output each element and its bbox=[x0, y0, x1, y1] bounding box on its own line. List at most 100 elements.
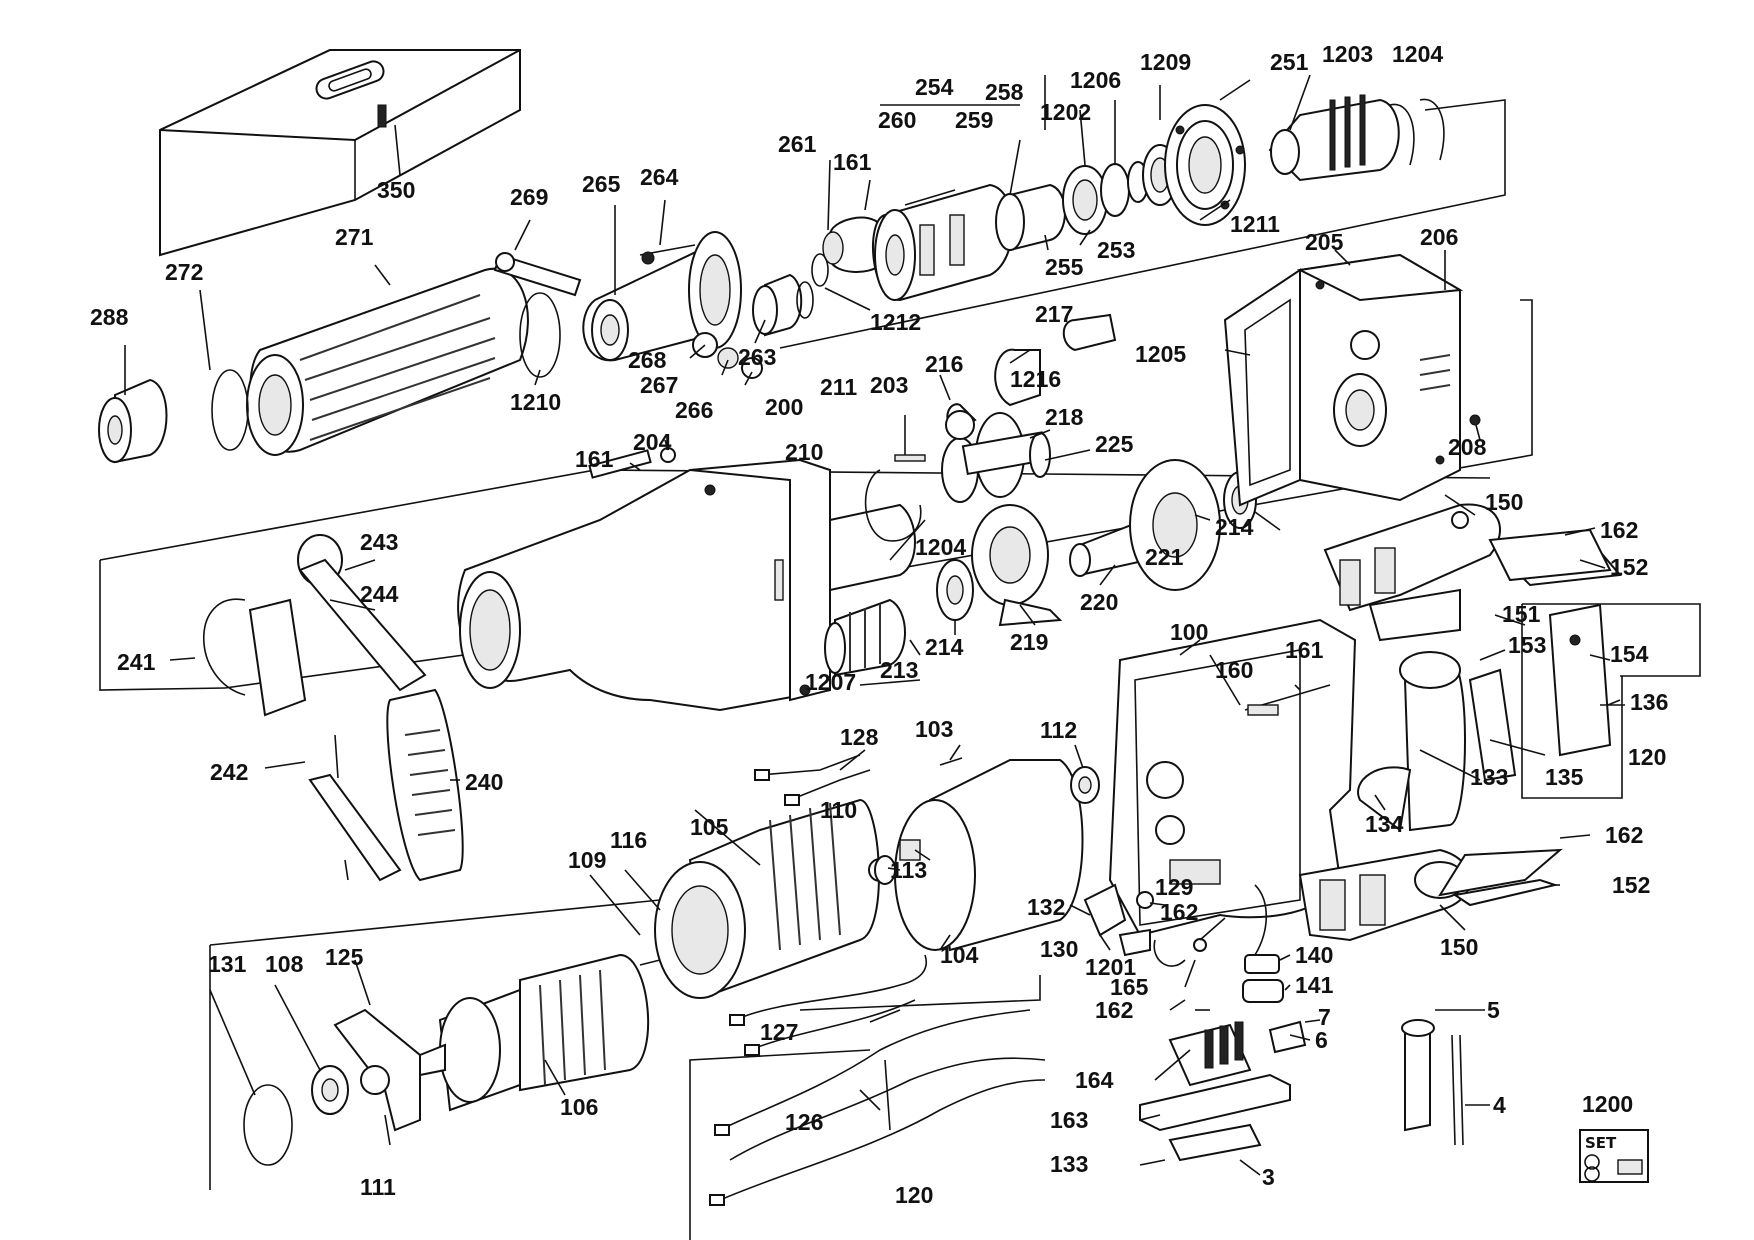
callout-200: 200 bbox=[765, 394, 803, 420]
callout-210: 210 bbox=[785, 439, 823, 465]
callout-161a: 161 bbox=[833, 149, 872, 175]
callout-1207: 1207 bbox=[805, 669, 856, 695]
callout-242: 242 bbox=[210, 759, 248, 785]
callout-1204a: 1204 bbox=[1392, 41, 1443, 67]
callout-288: 288 bbox=[90, 304, 129, 330]
callout-1201: 1201 bbox=[1085, 954, 1136, 980]
callout-154: 154 bbox=[1610, 641, 1649, 667]
callout-150a: 150 bbox=[1485, 489, 1523, 515]
callout-7: 7 bbox=[1318, 1004, 1331, 1030]
callout-162d: 162 bbox=[1605, 822, 1643, 848]
callout-136: 136 bbox=[1630, 689, 1668, 715]
callout-152b: 152 bbox=[1612, 872, 1650, 898]
callout-1200: 1200 bbox=[1582, 1091, 1633, 1117]
callout-258: 258 bbox=[985, 79, 1024, 105]
callout-131: 131 bbox=[208, 951, 247, 977]
callout-130: 130 bbox=[1040, 936, 1078, 962]
callout-259: 259 bbox=[955, 107, 993, 133]
callout-205: 205 bbox=[1305, 229, 1344, 255]
callout-267: 267 bbox=[640, 372, 678, 398]
callout-243: 243 bbox=[360, 529, 398, 555]
wiring bbox=[709, 754, 1046, 1206]
callout-161c: 161 bbox=[1285, 637, 1324, 663]
rear-handle-lower bbox=[1298, 528, 1612, 942]
callout-132: 132 bbox=[1027, 894, 1065, 920]
callout-120b: 120 bbox=[895, 1182, 933, 1208]
callout-214b: 214 bbox=[925, 634, 964, 660]
callout-110: 110 bbox=[820, 797, 857, 823]
brush-parts bbox=[1242, 884, 1284, 1003]
callout-268: 268 bbox=[628, 347, 667, 373]
callout-255: 255 bbox=[1045, 254, 1084, 280]
switch-parts bbox=[1083, 883, 1207, 967]
callout-108: 108 bbox=[265, 951, 304, 977]
switch-box bbox=[1139, 1020, 1307, 1162]
callout-213: 213 bbox=[880, 657, 918, 683]
callout-164: 164 bbox=[1075, 1067, 1114, 1093]
callout-113: 113 bbox=[890, 857, 927, 883]
callout-4: 4 bbox=[1493, 1092, 1506, 1118]
callout-150b: 150 bbox=[1440, 934, 1478, 960]
callout-211: 211 bbox=[820, 374, 857, 400]
callout-208: 208 bbox=[1448, 434, 1487, 460]
callout-120a: 120 bbox=[1628, 744, 1666, 770]
leader-lines bbox=[124, 74, 1621, 1176]
callout-134: 134 bbox=[1365, 811, 1404, 837]
retaining-ring-272 bbox=[211, 369, 249, 451]
callout-1204b: 1204 bbox=[915, 534, 966, 560]
callout-218: 218 bbox=[1045, 404, 1084, 430]
callout-161b: 161 bbox=[575, 446, 614, 472]
callout-241: 241 bbox=[117, 649, 156, 675]
callout-251: 251 bbox=[1270, 49, 1309, 75]
callout-253: 253 bbox=[1097, 237, 1135, 263]
callout-112: 112 bbox=[1040, 717, 1077, 743]
callout-225: 225 bbox=[1095, 431, 1134, 457]
callout-labels: 350 271 272 288 1210 269 265 264 263 268… bbox=[90, 41, 1668, 1208]
callout-116: 116 bbox=[610, 827, 647, 853]
callout-162b: 162 bbox=[1160, 899, 1198, 925]
callout-240: 240 bbox=[465, 769, 503, 795]
callout-264: 264 bbox=[640, 164, 679, 190]
callout-5: 5 bbox=[1487, 997, 1500, 1023]
callout-244: 244 bbox=[360, 581, 399, 607]
upper-shaft-assembly bbox=[493, 231, 814, 379]
callout-126: 126 bbox=[785, 1109, 823, 1135]
callout-1203: 1203 bbox=[1322, 41, 1373, 67]
callout-128: 128 bbox=[840, 724, 879, 750]
callout-260: 260 bbox=[878, 107, 916, 133]
callout-151: 151 bbox=[1502, 601, 1541, 627]
callout-203: 203 bbox=[870, 372, 908, 398]
callout-3: 3 bbox=[1262, 1164, 1275, 1190]
armature bbox=[419, 953, 661, 1112]
callout-127: 127 bbox=[760, 1019, 798, 1045]
callout-220: 220 bbox=[1080, 589, 1118, 615]
callout-204: 204 bbox=[633, 429, 672, 455]
gear-internals bbox=[588, 313, 1257, 686]
cylinder-assembly bbox=[822, 94, 1445, 302]
callout-106: 106 bbox=[560, 1094, 598, 1120]
callout-263: 263 bbox=[738, 344, 776, 370]
cap-288 bbox=[98, 378, 168, 464]
callout-109: 109 bbox=[568, 847, 606, 873]
gear-housing bbox=[457, 458, 916, 712]
callout-135: 135 bbox=[1545, 764, 1584, 790]
ring-1212 bbox=[811, 253, 829, 287]
callout-111: 111 bbox=[360, 1174, 396, 1200]
brush-holder-111 bbox=[243, 1008, 421, 1166]
tool-case bbox=[159, 49, 521, 257]
callout-265: 265 bbox=[582, 171, 621, 197]
callout-254: 254 bbox=[915, 74, 954, 100]
callout-271: 271 bbox=[335, 224, 374, 250]
main-housing bbox=[1108, 618, 1357, 937]
callout-105: 105 bbox=[690, 814, 729, 840]
callout-141: 141 bbox=[1295, 972, 1334, 998]
callout-103: 103 bbox=[915, 716, 953, 742]
callout-163: 163 bbox=[1050, 1107, 1088, 1133]
set-kit-icon: SET bbox=[1579, 1129, 1649, 1183]
callout-129: 129 bbox=[1155, 874, 1193, 900]
callout-6: 6 bbox=[1315, 1027, 1328, 1053]
callout-133b: 133 bbox=[1050, 1151, 1088, 1177]
callout-153: 153 bbox=[1508, 632, 1546, 658]
motor-housing bbox=[246, 267, 529, 456]
